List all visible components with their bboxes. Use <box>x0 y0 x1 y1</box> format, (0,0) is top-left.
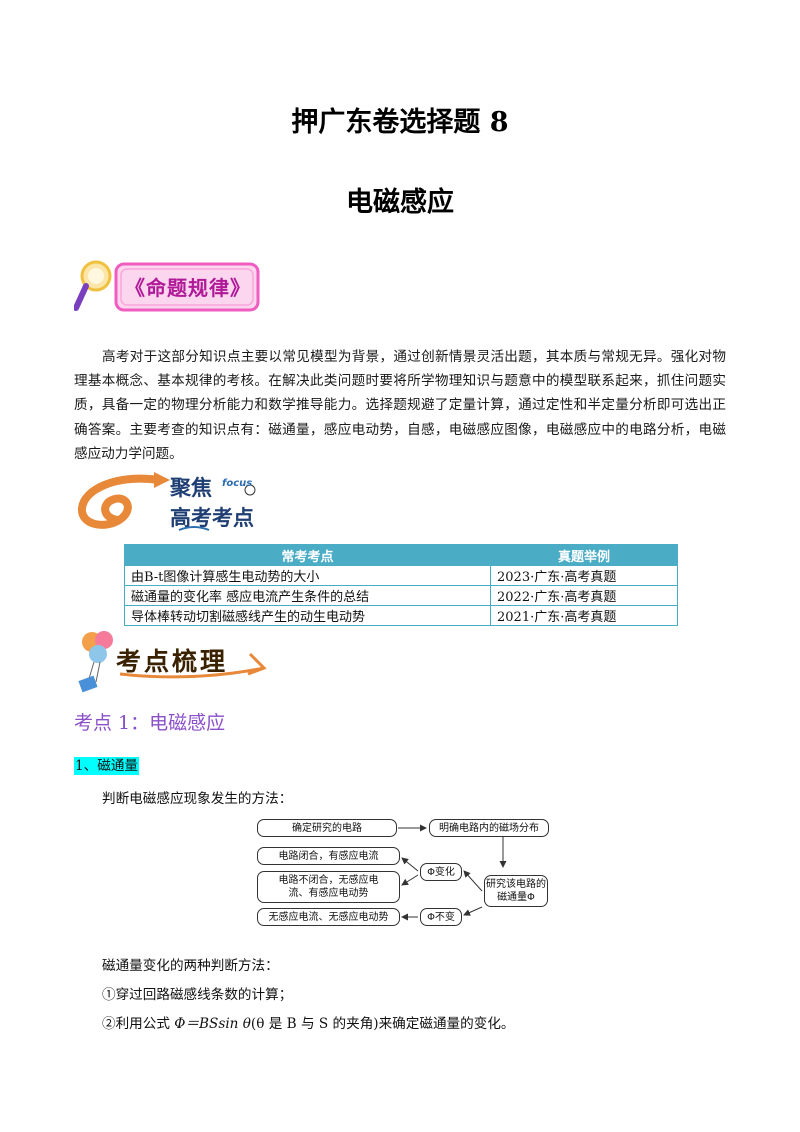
exam-points-table: 常考考点 真题举例 由B-t图像计算感生电动势的大小 2023·广东·高考真题 … <box>124 544 678 626</box>
balloons-icon <box>78 631 267 693</box>
table-header-cell: 真题举例 <box>490 544 678 566</box>
method-two-suffix: 来确定磁通量的变化。 <box>378 1016 515 1032</box>
magnifier-icon <box>73 260 260 312</box>
intro-paragraph: 高考对于这部分知识点主要以常见模型为背景，通过创新情景灵活出题，其本质与常规无异… <box>74 349 726 462</box>
two-methods-text: 磁通量变化的两种判断方法： <box>102 958 279 974</box>
table-cell: 2022·广东·高考真题 <box>490 585 678 606</box>
table-row: 磁通量的变化率 感应电流产生条件的总结 2022·广东·高考真题 <box>124 585 678 606</box>
kaodian-shuli-banner: 考点梳理 <box>74 628 274 694</box>
flux-formula: Φ＝BSsin θ <box>174 1016 251 1032</box>
flow-box-define-circuit: 确定研究的电路 <box>257 819 397 837</box>
table-row: 由B-t图像计算感生电动势的大小 2023·广东·高考真题 <box>124 565 678 586</box>
table-row: 导体棒转动切割磁感线产生的动生电动势 2021·广东·高考真题 <box>124 605 678 626</box>
table-cell: 磁通量的变化率 感应电流产生条件的总结 <box>124 585 491 606</box>
document-title: 押广东卷选择题 8 <box>291 107 509 138</box>
table-header-row: 常考考点 真题举例 <box>124 544 678 566</box>
table-cell: 2021·广东·高考真题 <box>490 605 678 626</box>
table-cell: 2023·广东·高考真题 <box>490 565 678 586</box>
method-one-text: ①穿过回路磁感线条数的计算； <box>102 987 293 1003</box>
sub-heading: 1、磁通量 <box>74 757 140 775</box>
section-heading: 考点 1：电磁感应 <box>74 712 226 734</box>
table-cell: 导体棒转动切割磁感线产生的动生电动势 <box>124 605 491 626</box>
flow-box-field-distribution: 明确电路内的磁场分布 <box>429 819 549 837</box>
flow-box-study-flux: 研究该电路的磁通量Φ <box>484 875 548 907</box>
flowchart-arrows <box>398 824 507 921</box>
focus-tag: focus <box>222 478 253 489</box>
flowchart: 确定研究的电路 明确电路内的磁场分布 研究该电路的磁通量Φ Φ变化 Φ不变 电路… <box>250 815 560 937</box>
kaodian-shuli-label: 考点梳理 <box>116 647 229 676</box>
method-two-prefix: ②利用公式 <box>102 1016 175 1032</box>
method-two-angle-note: (θ 是 B 与 S 的夹角) <box>250 1016 379 1032</box>
document-subtitle: 电磁感应 <box>346 187 454 218</box>
swirl-arrow-icon <box>78 472 256 531</box>
table-header-cell: 常考考点 <box>124 544 491 566</box>
mingti-guilv-label: 《命题规律》 <box>125 276 251 300</box>
flow-box-flux-changes: Φ变化 <box>420 863 462 881</box>
focus-line1: 聚焦 <box>170 476 212 500</box>
focus-banner: 聚焦 focus 高考考点 <box>74 470 284 536</box>
focus-line2: 高考考点 <box>170 506 254 530</box>
flow-box-closed-circuit: 电路闭合，有感应电流 <box>257 847 400 865</box>
table-cell: 由B-t图像计算感生电动势的大小 <box>124 565 491 586</box>
mingti-guilv-banner: 《命题规律》 <box>73 256 264 318</box>
method-two-text: ②利用公式 Φ＝BSsin θ(θ 是 B 与 S 的夹角)来确定磁通量的变化。 <box>102 1012 515 1032</box>
method-intro-text: 判断电磁感应现象发生的方法： <box>102 791 293 807</box>
flow-box-flux-unchanged: Φ不变 <box>420 908 462 926</box>
flow-box-no-induction: 无感应电流、无感应电动势 <box>257 908 400 926</box>
flow-box-open-circuit: 电路不闭合，无感应电流、有感应电动势 <box>257 871 400 903</box>
